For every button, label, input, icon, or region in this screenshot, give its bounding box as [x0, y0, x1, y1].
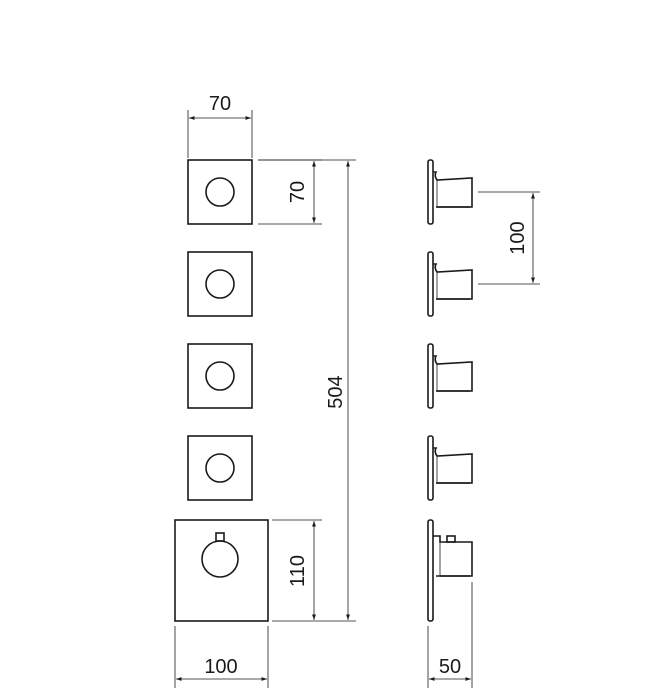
front-square-panel-2: [187, 251, 253, 317]
side-thermostat: [427, 519, 473, 622]
side-valve-3: [427, 343, 473, 409]
side-valve-1: [427, 159, 473, 225]
dim-label-bottom-width: 100: [204, 656, 237, 678]
front-square-panel-1: [187, 159, 253, 225]
dim-label-side-depth: 50: [439, 656, 461, 678]
dimension-top-width: 70: [187, 93, 253, 158]
dimension-total-height: 504: [258, 159, 356, 622]
dim-label-bottom-height: 110: [287, 555, 309, 587]
dimension-side-spacing: 100: [478, 191, 540, 285]
side-valve-2: [427, 251, 473, 317]
dim-label-total-height: 504: [325, 375, 347, 408]
dimension-bottom-height: 110: [272, 519, 322, 620]
dim-label-side-spacing: 100: [507, 221, 529, 254]
front-view: [174, 159, 269, 622]
front-square-panel-4: [187, 435, 253, 501]
front-thermostat-panel: [174, 519, 269, 622]
side-view: [427, 159, 473, 622]
side-valve-4: [427, 435, 473, 501]
dimension-bottom-width: 100: [174, 626, 269, 688]
dim-label-top-width: 70: [209, 93, 231, 115]
dimension-top-height: 70: [258, 159, 322, 225]
front-square-panel-3: [187, 343, 253, 409]
dim-label-top-height: 70: [287, 181, 309, 203]
dimension-side-depth: 50: [427, 582, 473, 688]
